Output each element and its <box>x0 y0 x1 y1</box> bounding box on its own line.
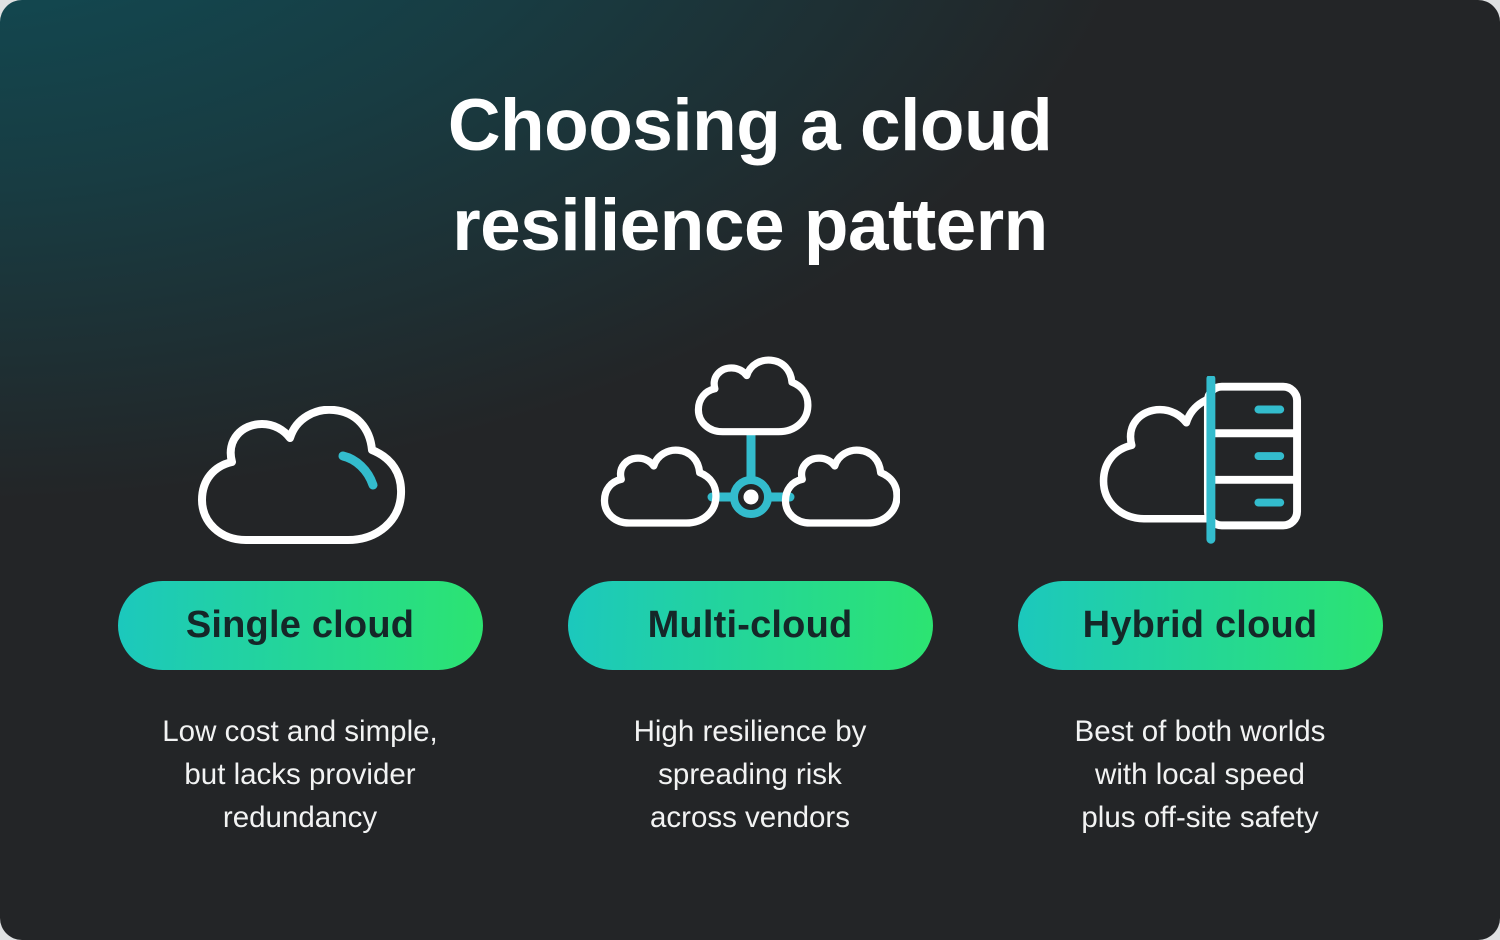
page-title-line-1: Choosing a cloud <box>447 85 1053 166</box>
column-hybrid-cloud: Hybrid cloud Best of both worlds with lo… <box>975 346 1425 839</box>
multi-cloud-pill-label: Multi-cloud <box>647 604 853 646</box>
options-row: Single cloud Low cost and simple, but la… <box>75 346 1425 839</box>
hybrid-cloud-pill: Hybrid cloud <box>1017 581 1383 670</box>
multi-cloud-icon-area <box>600 346 900 546</box>
multi-cloud-description: High resilience by spreading risk across… <box>634 710 867 839</box>
left-cloud-outline <box>604 450 715 523</box>
multi-cloud-icon <box>600 356 900 546</box>
single-cloud-pill-label: Single cloud <box>185 604 415 646</box>
description-line: High resilience by <box>633 715 867 748</box>
hybrid-cloud-pill-label: Hybrid cloud <box>1082 604 1318 646</box>
hub-node-core <box>743 489 759 505</box>
single-cloud-icon-area <box>194 346 406 546</box>
hybrid-cloud-icon-area <box>1096 346 1304 546</box>
description-line: with local speed <box>1095 758 1305 791</box>
page-title: Choosing a cloud resilience pattern <box>0 76 1500 276</box>
description-line: Best of both worlds <box>1074 715 1326 748</box>
cloud-accent-arc <box>338 451 378 490</box>
description-line: Low cost and simple, <box>162 715 438 748</box>
description-line: across vendors <box>649 801 851 834</box>
right-cloud-outline <box>785 450 896 523</box>
description-line: plus off-site safety <box>1081 801 1319 834</box>
single-cloud-icon <box>194 406 406 546</box>
page-title-line-2: resilience pattern <box>452 185 1048 266</box>
description-line: but lacks provider <box>184 758 416 791</box>
description-line: spreading risk <box>658 758 842 791</box>
hybrid-cloud-description: Best of both worlds with local speed plu… <box>1075 710 1326 839</box>
description-line: redundancy <box>222 801 378 834</box>
column-multi-cloud: Multi-cloud High resilience by spreading… <box>525 346 975 839</box>
multi-cloud-pill: Multi-cloud <box>567 581 933 670</box>
top-cloud-outline <box>698 360 807 432</box>
single-cloud-pill: Single cloud <box>117 581 483 670</box>
hybrid-cloud-icon <box>1096 376 1302 544</box>
single-cloud-description: Low cost and simple, but lacks provider … <box>162 710 437 839</box>
column-single-cloud: Single cloud Low cost and simple, but la… <box>75 346 525 839</box>
